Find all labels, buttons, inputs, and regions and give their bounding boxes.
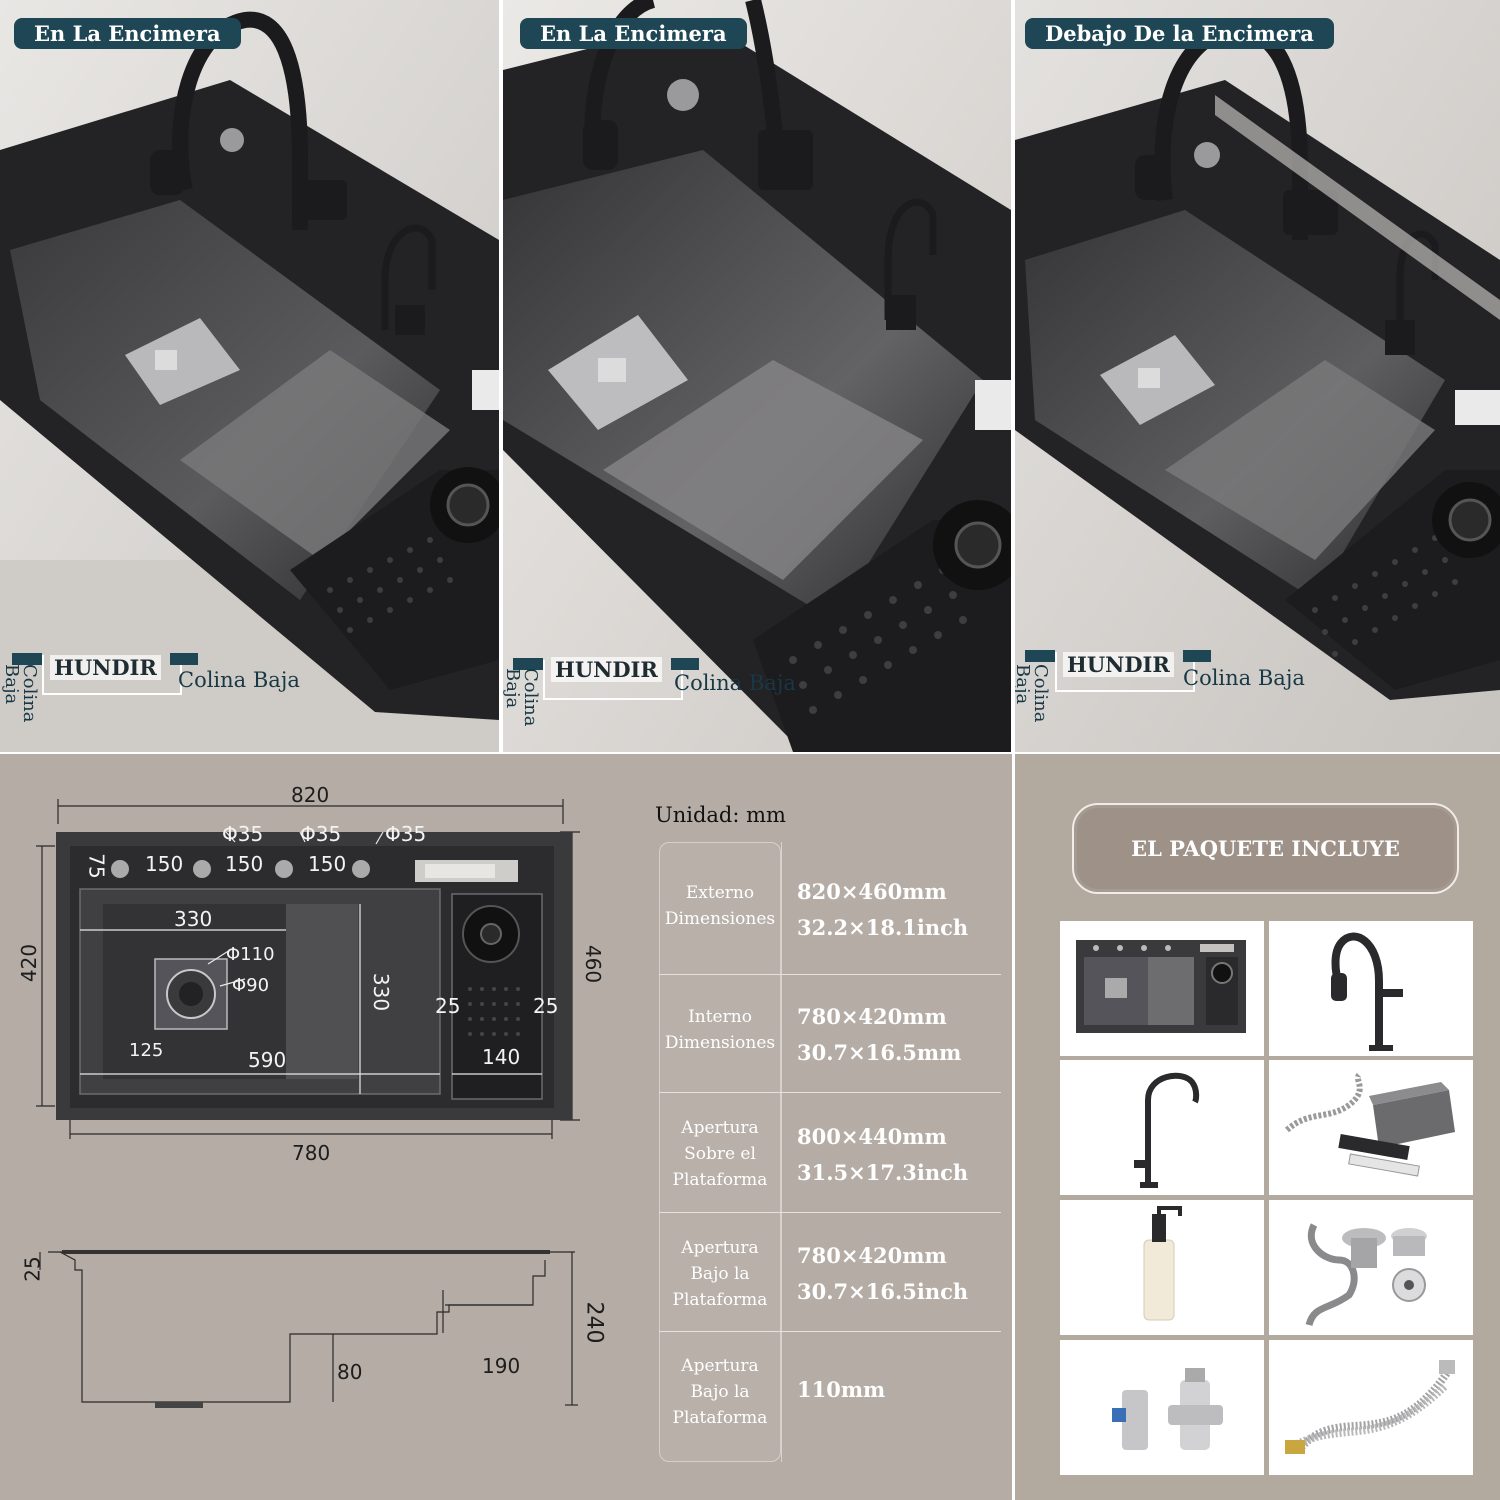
side-view-technical-drawing <box>39 1250 578 1408</box>
dim-side-b: 25 <box>533 994 559 1018</box>
legend-bracket <box>543 660 683 700</box>
colina-baja-vertical-label: Colina Baja <box>503 668 541 727</box>
dim-hole-2: Φ35 <box>300 822 342 846</box>
dim-width-inner: 780 <box>292 1141 331 1165</box>
spec-value-metric: 800×440mm <box>797 1124 947 1149</box>
dim-gap-3: 150 <box>308 852 347 876</box>
spec-row: Apertura Sobre el Plataforma 800×440mm 3… <box>659 1093 1001 1213</box>
dim-depth: 240 <box>581 1301 607 1344</box>
legend-swatch <box>1183 650 1211 662</box>
sink-icon <box>1060 921 1264 1056</box>
dim-height-inner: 420 <box>17 943 42 983</box>
legend-swatch <box>12 653 42 665</box>
package-title: EL PAQUETE INCLUYE <box>1072 803 1459 894</box>
legend-bracket <box>42 655 182 695</box>
dim-bowl-depth: 330 <box>369 972 394 1012</box>
spec-value-imperial: 32.2×18.1inch <box>797 915 969 940</box>
dim-lip: 25 <box>20 1256 45 1282</box>
installation-tag: Debajo De la Encimera <box>1025 18 1334 49</box>
dim-edge: 75 <box>84 853 109 879</box>
legend-bracket <box>1055 652 1195 692</box>
dim-drain-inner: Φ90 <box>232 975 270 996</box>
dim-gap-2: 150 <box>225 852 264 876</box>
legend-swatch <box>671 658 699 670</box>
dim-right-width: 190 <box>482 1354 521 1378</box>
dim-main-width: 590 <box>248 1048 287 1072</box>
legend-swatch <box>1025 650 1055 662</box>
installation-photo-overmount-2: En La Encimera HUNDIR Colina Baja Colina… <box>503 0 1011 752</box>
pull-down-faucet-icon <box>1269 921 1473 1056</box>
colina-baja-label: Colina Baja <box>178 668 300 692</box>
panel-divider <box>1011 0 1015 1500</box>
spec-label: Apertura Bajo la Plataforma <box>672 1238 768 1310</box>
spec-value-metric: 780×420mm <box>797 1004 947 1029</box>
dim-bowl-width: 330 <box>174 907 213 931</box>
hundir-label: HUNDIR <box>551 657 662 682</box>
spec-row: Apertura Bajo la Plataforma 780×420mm 30… <box>659 1213 1001 1332</box>
braided-hose-icon <box>1269 1340 1473 1475</box>
legend-swatch <box>513 658 543 670</box>
spec-value-metric: 780×420mm <box>797 1243 947 1268</box>
section-divider <box>0 752 1500 754</box>
soap-dispenser-icon <box>1060 1200 1264 1335</box>
sink-photo-illustration <box>0 0 499 752</box>
hundir-label: HUNDIR <box>1063 652 1174 677</box>
colina-baja-vertical-label: Colina Baja <box>1015 664 1051 723</box>
unit-label: Unidad: mm <box>655 803 786 827</box>
angle-valve-icon <box>1060 1340 1264 1475</box>
spec-row: Apertura Bajo la Plataforma 110mm <box>659 1332 1001 1462</box>
spec-label: Apertura Sobre el Plataforma <box>672 1118 768 1190</box>
panel-divider <box>499 0 503 752</box>
spec-row: Interno Dimensiones 780×420mm 30.7×16.5m… <box>659 975 1001 1093</box>
installation-photo-undermount: Debajo De la Encimera HUNDIR Colina Baja… <box>1015 0 1500 752</box>
dim-side-a: 25 <box>435 994 461 1018</box>
spec-value-metric: 110mm <box>797 1377 886 1402</box>
installation-tag: En La Encimera <box>14 18 241 49</box>
installation-tag: En La Encimera <box>520 18 747 49</box>
spec-value-imperial: 30.7×16.5inch <box>797 1279 969 1304</box>
dim-step: 80 <box>337 1360 363 1384</box>
colina-baja-label: Colina Baja <box>674 671 796 695</box>
spec-label-column <box>659 842 781 1462</box>
dim-drain-outer: Φ110 <box>226 944 275 965</box>
spec-label: Interno Dimensiones <box>664 1007 776 1053</box>
dim-gap-1: 150 <box>145 852 184 876</box>
legend-swatch <box>170 653 198 665</box>
spec-value-metric: 820×460mm <box>797 879 947 904</box>
dim-height-outer: 460 <box>581 944 606 984</box>
colina-baja-vertical-label: Colina Baja <box>1 664 40 723</box>
spec-label: Externo Dimensiones <box>664 883 776 929</box>
spec-value-imperial: 31.5×17.3inch <box>797 1160 969 1185</box>
drain-kit-icon <box>1269 1200 1473 1335</box>
spec-label: Apertura Bajo la Plataforma <box>672 1356 768 1428</box>
dim-drain-offset: 125 <box>129 1040 164 1061</box>
dim-hole-3: Φ35 <box>385 822 427 846</box>
dim-hole-1: Φ35 <box>222 822 264 846</box>
spec-column-divider <box>781 842 782 1462</box>
pipe-accessories-icon <box>1269 1060 1473 1195</box>
colina-baja-label: Colina Baja <box>1183 666 1305 690</box>
top-view-technical-drawing <box>36 799 580 1139</box>
spec-row: Externo Dimensiones 820×460mm 32.2×18.1i… <box>659 842 1001 975</box>
dim-side-width: 140 <box>482 1045 521 1069</box>
drinking-faucet-icon <box>1060 1060 1264 1195</box>
spec-value-imperial: 30.7×16.5mm <box>797 1040 962 1065</box>
sink-photo-illustration <box>1015 0 1500 752</box>
installation-photo-overmount: En La Encimera HUNDIR Colina Baja Colina… <box>0 0 499 752</box>
sink-photo-illustration <box>503 0 1011 752</box>
hundir-label: HUNDIR <box>50 655 161 680</box>
dim-width-outer: 820 <box>291 783 330 807</box>
